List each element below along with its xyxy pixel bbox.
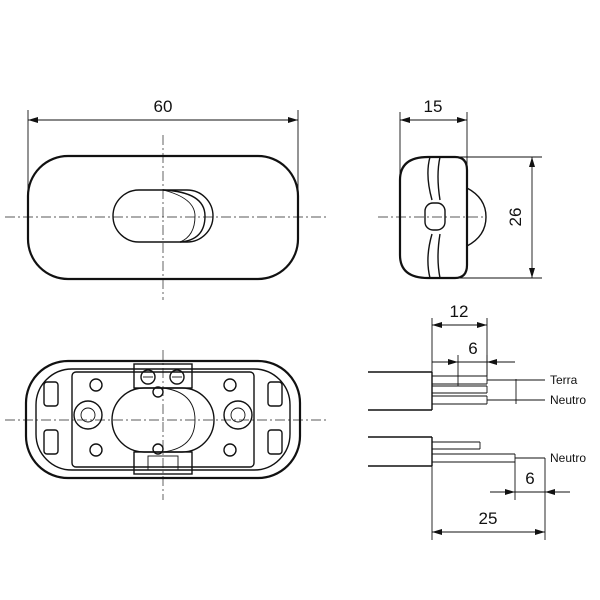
top-terminal-block [133, 363, 193, 389]
arrow-6b-right [545, 489, 555, 495]
side-groove-right [437, 156, 441, 279]
dimension-15: 15 [399, 97, 468, 180]
top-terminal-screw-right [169, 369, 185, 385]
terminal-screw [223, 378, 237, 392]
internal-frame [71, 371, 255, 468]
rocker-lever-edge [162, 189, 196, 243]
top-view [5, 135, 328, 300]
terminal-screw [152, 386, 164, 398]
dim-label-6-bottom: 6 [525, 469, 534, 488]
terminal-screw [89, 443, 103, 457]
switch-body-outline [26, 154, 300, 281]
wire-diagram-bottom: Neutro [368, 436, 586, 467]
arrow-left [28, 117, 38, 123]
terminal-screw [152, 443, 164, 455]
arrow-25-left [432, 529, 442, 535]
arrow-15-left [400, 117, 410, 123]
dimension-60: 60 [27, 97, 299, 190]
right-mount-hole-inner [230, 407, 246, 423]
internal-view [5, 350, 328, 500]
dim-label-12: 12 [450, 302, 469, 321]
rocker-lever [162, 189, 206, 243]
arrow-12-right [477, 322, 487, 328]
arrow-6-right [487, 359, 497, 365]
dim-label-25: 25 [479, 509, 498, 528]
terminal-screw [223, 443, 237, 457]
dimension-6-top: 6 [432, 339, 515, 386]
internal-shell-outer [24, 359, 302, 480]
left-cable-grip-top [43, 381, 59, 407]
dim-label-60: 60 [154, 97, 173, 116]
arrow-12-left [432, 322, 442, 328]
dim-label-15: 15 [424, 97, 443, 116]
left-mount-hole-inner [80, 407, 96, 423]
label-terra: Terra [550, 373, 578, 387]
dimension-25: 25 [431, 466, 546, 540]
label-neutro-top: Neutro [550, 393, 586, 407]
side-groove-left [427, 156, 433, 279]
arrow-26-bottom [529, 268, 535, 278]
bottom-terminal-inner [147, 455, 179, 471]
dimension-6-bottom: 6 [490, 458, 570, 500]
dim-label-26: 26 [506, 208, 525, 227]
arrow-26-top [529, 157, 535, 167]
label-neutro-bottom: Neutro [550, 451, 586, 465]
left-mount-hole [73, 400, 103, 430]
left-cable-grip-bottom [43, 429, 59, 455]
side-lever-knob [424, 202, 446, 231]
top-terminal-screw-left [140, 369, 156, 385]
right-mount-hole [223, 400, 253, 430]
dim-label-6-top: 6 [468, 339, 477, 358]
side-view [378, 155, 487, 280]
arrow-15-right [457, 117, 467, 123]
arrow-25-right [535, 529, 545, 535]
wire-diagram-top: Terra Neutro [368, 371, 586, 411]
arrow-6-left [448, 359, 458, 365]
internal-rocker [162, 387, 196, 453]
dimension-26: 26 [458, 156, 542, 279]
side-lever-bump [466, 187, 487, 247]
bottom-terminal-block [133, 451, 193, 475]
arrow-right [288, 117, 298, 123]
dimension-12: 12 [431, 302, 488, 376]
arrow-6b-left [505, 489, 515, 495]
terminal-screw [89, 378, 103, 392]
right-cable-grip-top [267, 381, 283, 407]
side-body-outline [398, 155, 469, 280]
right-cable-grip-bottom [267, 429, 283, 455]
